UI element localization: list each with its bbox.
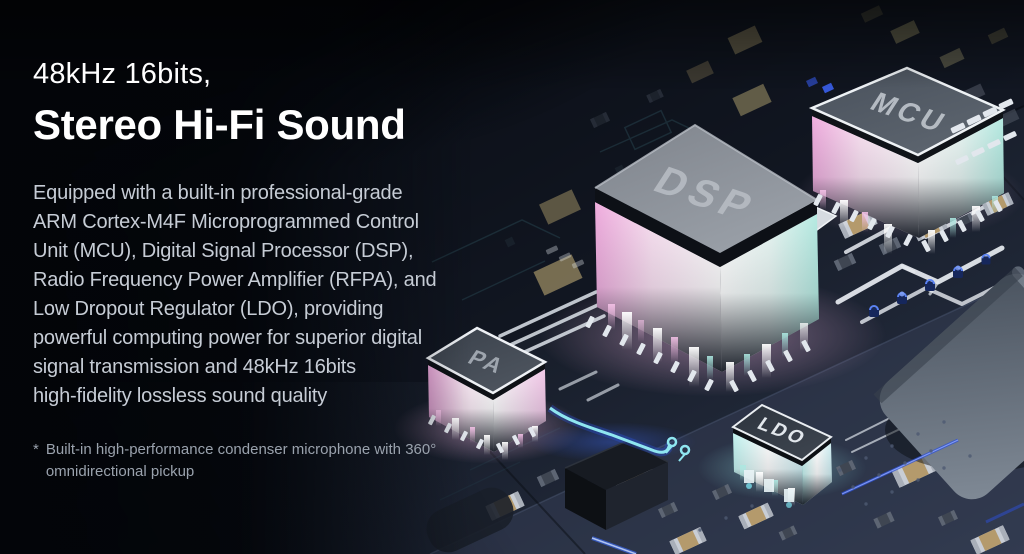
- text-block: 48kHz 16bits, Stereo Hi-Fi Sound Equippe…: [33, 56, 471, 483]
- footnote: * Built-in high-performance condenser mi…: [33, 439, 471, 483]
- footnote-text: Built-in high-performance condenser micr…: [45, 441, 437, 481]
- heading-line2: Stereo Hi-Fi Sound: [33, 100, 406, 148]
- description: Equipped with a built-in professional-gr…: [33, 182, 437, 408]
- footnote-marker: *: [33, 441, 39, 459]
- heading-line1: 48kHz 16bits,: [33, 58, 212, 90]
